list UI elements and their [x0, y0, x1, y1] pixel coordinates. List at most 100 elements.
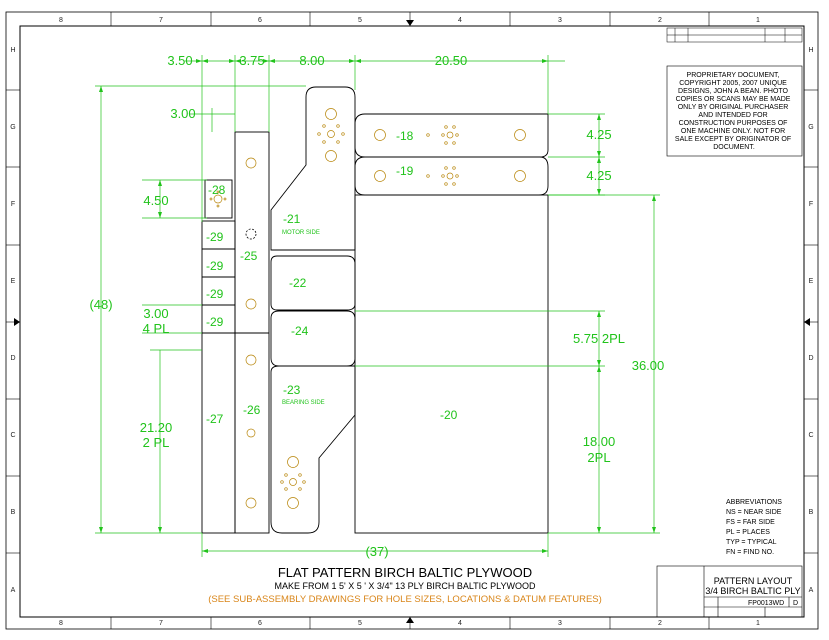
drawing-subtitle: MAKE FROM 1 5' X 5 ' X 3/4" 13 PLY BIRCH… — [274, 581, 536, 591]
label-part-25: -25 — [240, 249, 258, 263]
part-19 — [354, 156, 549, 196]
zone-column-label: 6 — [258, 17, 262, 24]
zone-row-label: B — [809, 509, 814, 516]
dim-8-00: 8.00 — [299, 53, 324, 68]
zone-column-label: 4 — [458, 620, 462, 627]
zone-column-label: 3 — [558, 17, 562, 24]
label-part-29-c: -29 — [206, 287, 224, 301]
title-block-line1: PATTERN LAYOUT — [714, 576, 793, 586]
dim-3-00: 3.00 — [170, 106, 195, 121]
zone-row-label: H — [10, 47, 15, 54]
drawing-number: FP0013WD — [748, 600, 784, 607]
label-part-26: -26 — [243, 403, 261, 417]
part-notes: MOTOR SIDE BEARING SIDE — [282, 230, 325, 406]
motor-side-note: MOTOR SIDE — [282, 230, 320, 236]
part-23 — [270, 365, 356, 534]
label-part-21: -21 — [283, 212, 301, 226]
label-part-27: -27 — [206, 412, 224, 426]
zone-row-label: C — [808, 432, 813, 439]
zone-row-label: F — [11, 201, 15, 208]
motor-hole — [245, 228, 257, 240]
label-part-22: -22 — [289, 276, 307, 290]
zone-column-label: 5 — [358, 620, 362, 627]
center-arrows — [14, 20, 810, 623]
zone-column-label: 4 — [458, 17, 462, 24]
label-part-29-b: -29 — [206, 259, 224, 273]
revision-block — [666, 27, 803, 43]
label-part-19: -19 — [396, 164, 414, 178]
dim-2pl: 2 PL — [143, 435, 170, 450]
zone-row-label: E — [809, 278, 814, 285]
label-part-24: -24 — [291, 324, 309, 338]
label-part-29-d: -29 — [206, 315, 224, 329]
dim-48: (48) — [89, 297, 112, 312]
dim-4pl: 4 PL — [143, 321, 170, 336]
part-22 — [270, 255, 356, 311]
dim-4-50: 4.50 — [143, 193, 168, 208]
zone-column-label: 6 — [258, 620, 262, 627]
hole-pattern — [209, 108, 526, 509]
label-part-23: -23 — [283, 383, 301, 397]
dim-37: (37) — [365, 544, 388, 559]
part-outlines — [201, 86, 549, 534]
zone-column-label: 7 — [159, 17, 163, 24]
dim-20-50: 20.50 — [435, 53, 468, 68]
part-28 — [204, 179, 233, 219]
dim-3-50: 3.50 — [167, 53, 192, 68]
dim-4-25-a: 4.25 — [586, 127, 611, 142]
proprietary-box — [666, 65, 803, 157]
dimension-lines — [95, 55, 660, 557]
part-18 — [354, 113, 549, 158]
zone-column-label: 3 — [558, 620, 562, 627]
dim-21-20: 21.20 — [140, 420, 173, 435]
inner-border — [19, 25, 805, 618]
part-20 — [354, 194, 549, 534]
zone-column-label: 1 — [756, 620, 760, 627]
zone-column-label: 8 — [59, 17, 63, 24]
dim-18-00: 18.00 — [583, 434, 616, 449]
dim-3-75: 3.75 — [239, 53, 264, 68]
zone-row-label: D — [808, 355, 813, 362]
dim-4-25-b: 4.25 — [586, 168, 611, 183]
drawing-note: (SEE SUB-ASSEMBLY DRAWINGS FOR HOLE SIZE… — [208, 594, 602, 605]
zone-row-label: G — [10, 124, 15, 131]
outer-border — [5, 11, 819, 630]
zone-labels-top: 8 7 6 5 4 3 2 1 — [59, 17, 760, 24]
zone-row-label: A — [11, 587, 16, 594]
part-24 — [270, 310, 356, 367]
bearing-side-note: BEARING SIDE — [282, 400, 325, 406]
zone-column-label: 5 — [358, 17, 362, 24]
zone-labels-right: H G F E D C B A — [808, 47, 813, 594]
title-block — [656, 565, 803, 618]
abbreviations: ABBREVIATIONS NS = NEAR SIDE FS = FAR SI… — [726, 499, 784, 556]
zone-column-label: 2 — [658, 620, 662, 627]
label-part-29-a: -29 — [206, 230, 224, 244]
title-block-line2: 3/4 BIRCH BALTIC PLY — [705, 586, 800, 596]
part-labels: -18 -19 -20 -21 -22 -23 -24 -25 -26 -27 … — [206, 129, 458, 426]
zone-row-label: B — [11, 509, 16, 516]
zone-row-label: A — [809, 587, 814, 594]
part-25-26 — [234, 131, 270, 534]
zone-row-label: H — [808, 47, 813, 54]
zone-row-label: E — [11, 278, 16, 285]
label-part-20: -20 — [440, 408, 458, 422]
zone-column-label: 8 — [59, 620, 63, 627]
revision-letter: D — [793, 600, 798, 607]
proprietary-notice: PROPRIETARY DOCUMENT, COPYRIGHT 2005, 20… — [675, 72, 793, 151]
dimension-labels: 3.50 3.75 8.00 20.50 3.00 4.50 (48) 3.00… — [89, 53, 664, 559]
zone-labels-bottom: 8 7 6 5 4 3 2 1 — [59, 620, 760, 627]
zone-column-label: 7 — [159, 620, 163, 627]
zone-row-label: G — [808, 124, 813, 131]
zone-row-label: D — [10, 355, 15, 362]
zone-row-label: F — [809, 201, 813, 208]
dim-36-00: 36.00 — [632, 358, 665, 373]
dim-5-75-2pl: 5.75 2PL — [573, 331, 625, 346]
drawing-title: FLAT PATTERN BIRCH BALTIC PLYWOOD — [278, 565, 532, 580]
dim-18-2pl: 2PL — [587, 450, 610, 465]
label-part-28: -28 — [208, 183, 226, 197]
zone-column-label: 1 — [756, 17, 760, 24]
dimension-arrowheads — [99, 59, 656, 553]
zone-column-label: 2 — [658, 17, 662, 24]
